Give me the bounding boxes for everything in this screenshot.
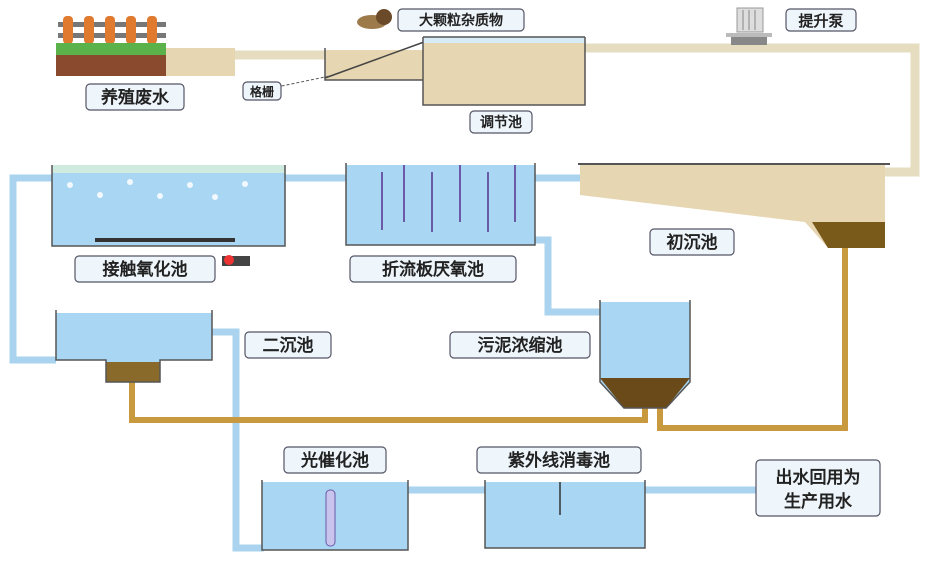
equalization-tank (422, 36, 586, 106)
label-equalization-tank: 调节池 (480, 114, 522, 131)
contact-oxidation-tank (51, 165, 286, 266)
label-photocatalytic: 光催化池 (300, 450, 369, 471)
pipe-secondary-to-photo (212, 328, 264, 552)
sludge-pipe-primary (657, 248, 848, 431)
label-screen: 格栅 (250, 84, 274, 99)
label-secondary-clarifier: 二沉池 (263, 335, 314, 356)
label-baffled-anaerobic: 折流板厌氧池 (382, 259, 484, 280)
photocatalytic-tank (261, 480, 409, 551)
secondary-clarifier (55, 310, 213, 383)
pipe-lift (585, 43, 920, 177)
uv-disinfection-tank (484, 480, 646, 549)
pipe-oxidation-to-secondary (9, 174, 56, 364)
pipe-anaerobic-to-thickener (535, 236, 600, 316)
lift-pump-icon (726, 7, 772, 45)
label-primary-clarifier: 初沉池 (667, 232, 718, 253)
label-effluent-line1: 出水回用为 (776, 467, 861, 488)
label-wastewater: 养殖废水 (100, 87, 170, 108)
wastewater-pit (166, 48, 235, 76)
label-uv-disinfection: 紫外线消毒池 (508, 450, 610, 471)
blower-icon (222, 256, 250, 266)
screen-channel (261, 41, 425, 91)
label-effluent-line2: 生产用水 (784, 491, 853, 512)
uv-lamp-icon (325, 489, 336, 547)
baffled-anaerobic-tank (345, 163, 536, 246)
farm-icon (56, 16, 166, 76)
sludge-pipe-secondary (129, 380, 648, 423)
primary-clarifier (578, 163, 890, 248)
sludge-thickener (599, 300, 691, 409)
label-contact-oxidation: 接触氧化池 (103, 259, 188, 280)
label-sludge-thickener: 污泥浓缩池 (478, 335, 563, 356)
large-particles-icon (357, 9, 392, 29)
aerator-bar (95, 238, 235, 242)
label-lift-pump: 提升泵 (798, 12, 843, 30)
label-large-particles: 大颗粒杂质物 (419, 12, 503, 29)
